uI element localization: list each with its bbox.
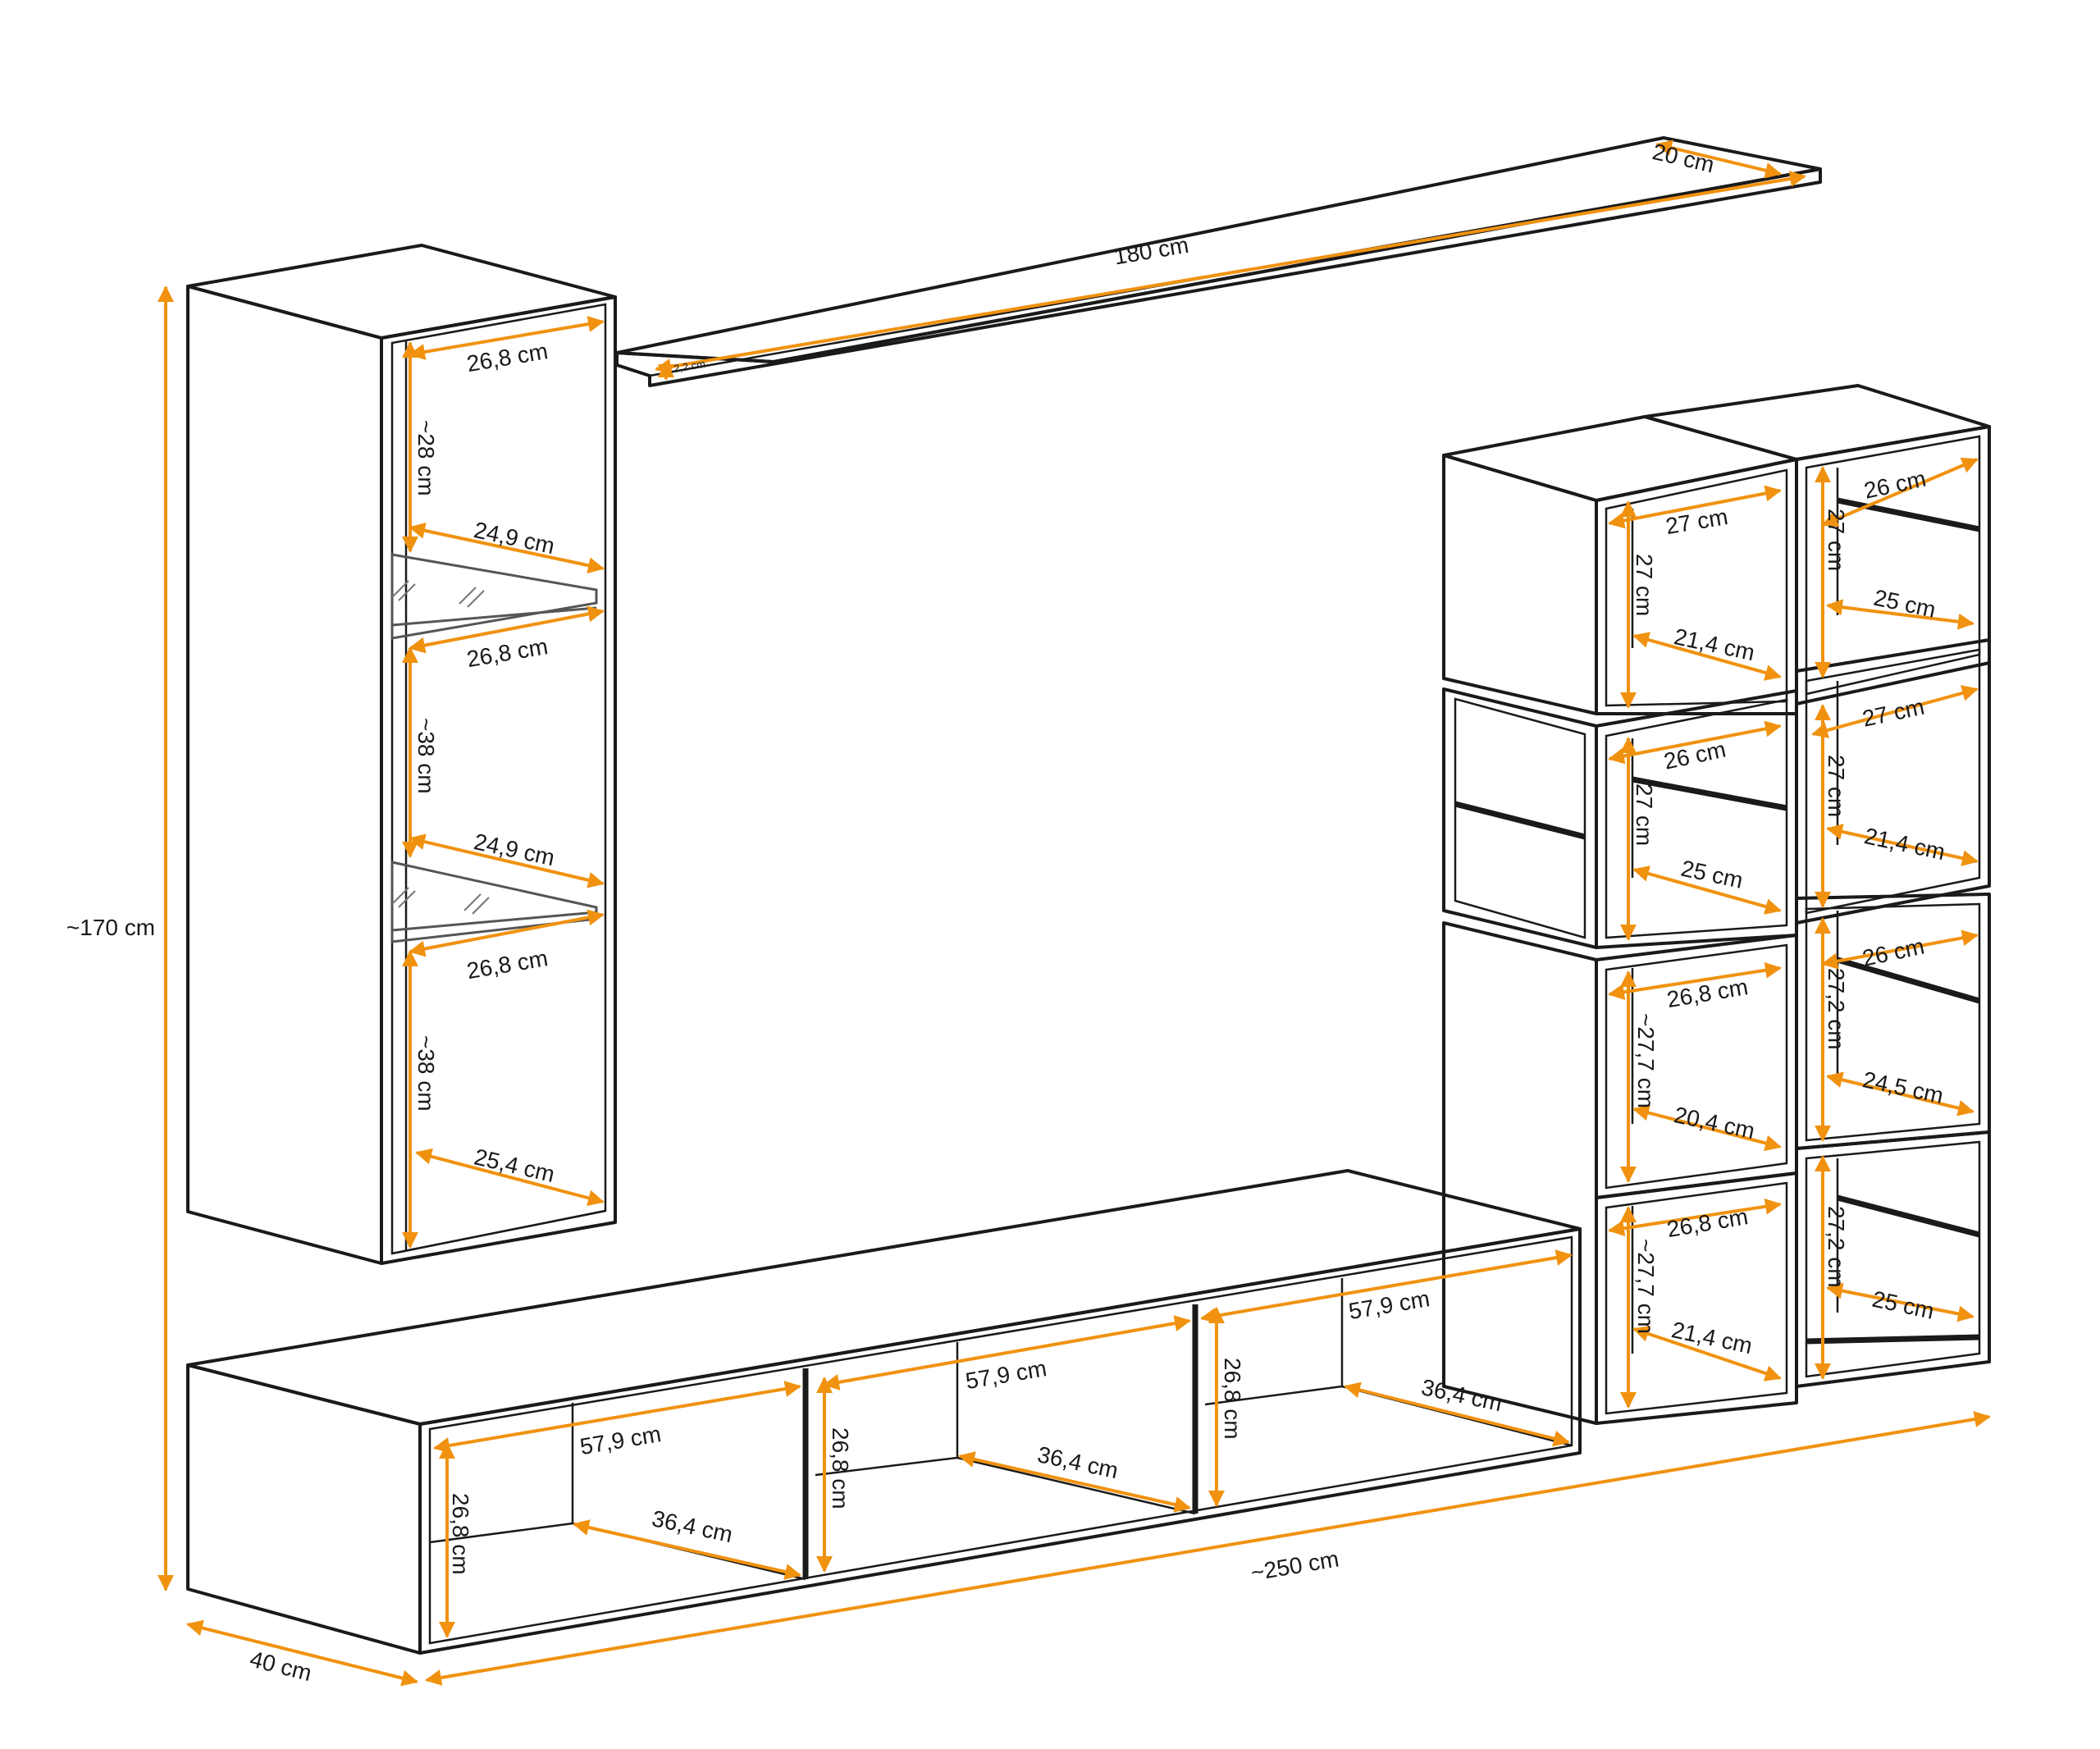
cabinet-width-mid-2-label: 26,8 cm bbox=[465, 945, 550, 984]
overall-width-label: ~250 cm bbox=[1249, 1546, 1341, 1585]
cube2-width-label: 26 cm bbox=[1862, 466, 1929, 504]
tv-right-height-label: 26,8 cm bbox=[1220, 1358, 1245, 1440]
cube2-height-label: 27 cm bbox=[1824, 509, 1849, 571]
cube8-height-label: 27,2 cm bbox=[1824, 1206, 1849, 1288]
cube8-depth-label: 25 cm bbox=[1869, 1286, 1936, 1324]
cube7-depth-label: 21,4 cm bbox=[1669, 1317, 1755, 1359]
wall-shelf bbox=[615, 136, 1822, 387]
dimension-labels: 180 cm 20 cm 2,2 cm ~170 cm ~250 cm 40 c… bbox=[66, 139, 1947, 1686]
cube4-width-label: 27 cm bbox=[1860, 694, 1927, 732]
tv-middle-height-label: 26,8 cm bbox=[828, 1427, 853, 1509]
cube2-depth-label: 25 cm bbox=[1871, 585, 1938, 623]
cube3-depth-label: 25 cm bbox=[1678, 856, 1745, 893]
shelf-length-label: 180 cm bbox=[1112, 232, 1191, 270]
tall-cabinet bbox=[186, 244, 617, 1265]
cube6-width-label: 26 cm bbox=[1860, 934, 1927, 971]
shelf-depth-label: 20 cm bbox=[1650, 139, 1717, 177]
cube3-height-label: 27 cm bbox=[1632, 783, 1657, 846]
cube5-height-label: ~27,7 cm bbox=[1633, 1013, 1659, 1108]
cube5-depth-label: 20,4 cm bbox=[1672, 1102, 1757, 1144]
cube4-depth-label: 21,4 cm bbox=[1862, 823, 1947, 865]
tv-left-height-label: 26,8 cm bbox=[448, 1493, 473, 1575]
cabinet-width-mid-1-label: 26,8 cm bbox=[465, 633, 550, 672]
cabinet-height-bottom-label: ~38 cm bbox=[413, 1035, 439, 1112]
cabinet-height-mid-label: ~38 cm bbox=[413, 718, 439, 794]
cabinet-glass-shelf-1-label: 24,9 cm bbox=[472, 517, 557, 559]
overall-height-label: ~170 cm bbox=[66, 915, 155, 940]
cube6-height-label: 27,2 cm bbox=[1824, 968, 1849, 1050]
cube6-depth-label: 24,5 cm bbox=[1860, 1066, 1946, 1108]
cube1-width-label: 27 cm bbox=[1664, 504, 1729, 539]
cube-stack bbox=[1442, 384, 1991, 1425]
tv-left-depth-label: 36,4 cm bbox=[650, 1505, 735, 1547]
tv-unit bbox=[186, 1169, 1582, 1655]
cabinet-height-top-label: ~28 cm bbox=[413, 420, 439, 496]
shelf-thickness-label: 2,2 cm bbox=[673, 358, 706, 375]
tv-middle-width-label: 57,9 cm bbox=[964, 1355, 1048, 1394]
cube7-height-label: ~27,7 cm bbox=[1633, 1239, 1659, 1334]
tv-left-width-label: 57,9 cm bbox=[578, 1421, 663, 1459]
cube3-width-label: 26 cm bbox=[1662, 737, 1728, 774]
cabinet-depth-bottom-label: 25,4 cm bbox=[472, 1144, 557, 1187]
cube4-height-label: 27 cm bbox=[1824, 755, 1849, 817]
dimension-lines bbox=[158, 139, 1991, 1687]
cube5-width-label: 26,8 cm bbox=[1665, 974, 1750, 1012]
cube1-height-label: 27 cm bbox=[1632, 554, 1657, 616]
cube7-width-label: 26,8 cm bbox=[1665, 1203, 1750, 1242]
